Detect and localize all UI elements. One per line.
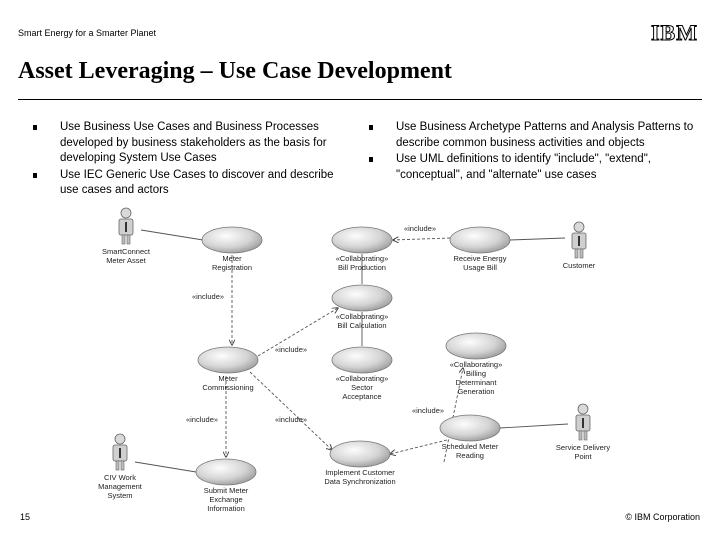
use-case-diagram: «include» «include» «include» «include» «inc… — [98, 207, 610, 513]
use-case-label: Billing — [466, 369, 486, 378]
bullet-item: Use UML definitions to identify "include… — [368, 152, 703, 183]
use-case-label: Meter — [218, 374, 238, 383]
include-label: «include» — [192, 292, 224, 301]
diagram-connector — [390, 439, 448, 454]
actor-a2: Customer — [563, 221, 596, 270]
diagram-connector — [140, 229, 204, 241]
use-case-label: Reading — [456, 451, 484, 460]
actor-label: Point — [574, 452, 592, 461]
diagram-connector — [509, 237, 566, 241]
use-case-label: Registration — [212, 263, 252, 272]
use-case-label: Receive Energy — [454, 254, 507, 263]
include-label: «include» — [412, 406, 444, 415]
use-case-label: Information — [207, 504, 245, 513]
page-number: 15 — [20, 512, 31, 522]
use-case-label: Implement Customer — [325, 468, 395, 477]
right-bullet-list: Use Business Archetype Patterns and Anal… — [368, 120, 703, 184]
diagram-connector — [134, 461, 197, 473]
actor-label: System — [107, 491, 132, 500]
use-case-label: Acceptance — [342, 392, 381, 401]
use-case-label: Usage Bill — [463, 263, 497, 272]
use-case-label: «Collaborating» — [450, 360, 503, 369]
use-case-label: «Collaborating» — [336, 254, 389, 263]
bullet-item: Use IEC Generic Use Cases to discover an… — [32, 168, 352, 199]
header-text: Smart Energy for a Smarter Planet — [18, 28, 157, 38]
actor-label: Service Delivery — [556, 443, 610, 452]
actor-label: SmartConnect — [102, 247, 151, 256]
left-bullet-list: Use Business Use Cases and Business Proc… — [32, 120, 352, 200]
use-case-u4: «Collaborating»Bill Calculation — [331, 284, 393, 330]
actor-label: Customer — [563, 261, 596, 270]
actor-label: Management — [98, 482, 143, 491]
slide-title: Asset Leveraging – Use Case Development — [18, 58, 452, 84]
use-case-label: Meter — [222, 254, 242, 263]
use-case-label: «Collaborating» — [336, 312, 389, 321]
use-case-u2: «Collaborating»Bill Production — [331, 226, 393, 272]
include-label: «include» — [275, 345, 307, 354]
use-case-label: Submit Meter — [204, 486, 249, 495]
use-case-u7: «Collaborating»BillingDeterminantGenerat… — [445, 332, 507, 396]
title-divider — [18, 99, 702, 100]
ibm-logo: IBM — [651, 20, 698, 46]
diagram-connector — [257, 308, 338, 357]
diagram-connector — [443, 368, 463, 463]
use-case-label: Generation — [457, 387, 494, 396]
use-case-label: Determinant — [456, 378, 498, 387]
use-case-label: Scheduled Meter — [442, 442, 499, 451]
include-label: «include» — [275, 415, 307, 424]
use-case-label: Data Synchronization — [324, 477, 395, 486]
include-label: «include» — [186, 415, 218, 424]
use-case-label: Exchange — [209, 495, 242, 504]
actor-label: Meter Asset — [106, 256, 147, 265]
use-case-label: Bill Calculation — [337, 321, 386, 330]
copyright: © IBM Corporation — [625, 512, 700, 522]
use-case-label: Bill Production — [338, 263, 386, 272]
bullet-item: Use Business Use Cases and Business Proc… — [32, 120, 352, 167]
diagram-connector — [249, 371, 332, 450]
diagram-connector — [499, 423, 569, 429]
use-case-label: «Collaborating» — [336, 374, 389, 383]
use-case-label: Sector — [351, 383, 373, 392]
include-label: «include» — [404, 224, 436, 233]
bullet-item: Use Business Archetype Patterns and Anal… — [368, 120, 703, 151]
actor-label: CIV Work — [104, 473, 136, 482]
diagram-connector — [393, 238, 451, 240]
use-case-label: Commissioning — [202, 383, 253, 392]
